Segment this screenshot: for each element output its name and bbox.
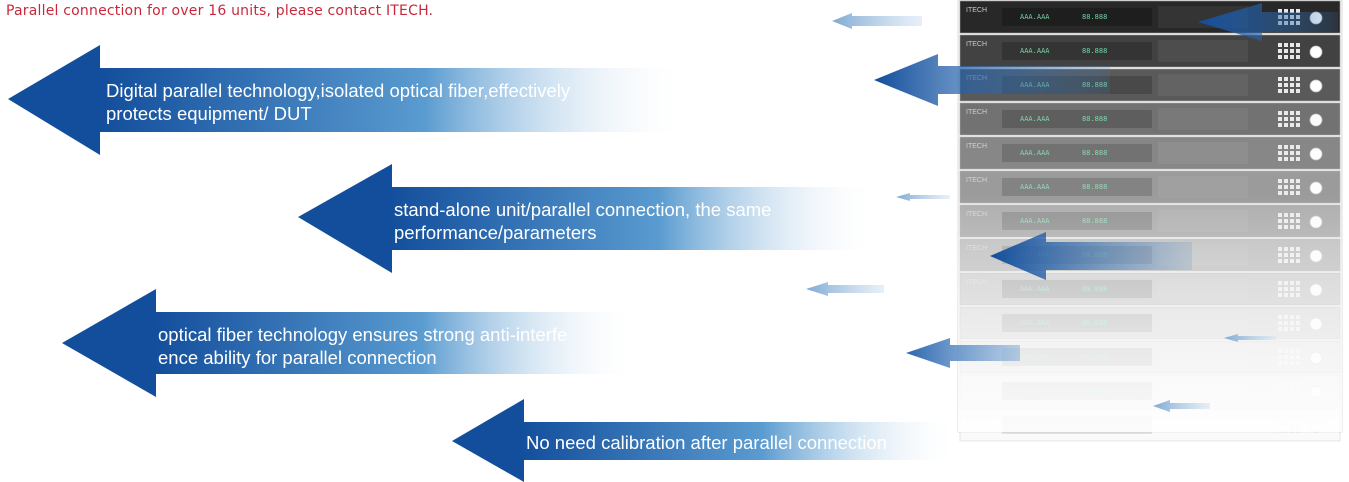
medium-arrow-rack-upper	[1198, 3, 1338, 41]
medium-arrow-lower	[906, 338, 1020, 368]
feature-arrow-2	[298, 164, 880, 273]
feature-caption-4: No need calibration after parallel conne…	[526, 431, 887, 454]
feature-caption-3-line-2: ence ability for parallel connection	[158, 347, 437, 368]
feature-caption-3-line-1: optical fiber technology ensures strong …	[158, 324, 568, 345]
feature-caption-2-line-2: performance/parameters	[394, 222, 597, 243]
feature-caption-4-line-1: No need calibration after parallel conne…	[526, 432, 887, 453]
feature-arrow-4	[452, 399, 960, 482]
feature-arrow-1	[8, 45, 690, 155]
small-arrow-1	[832, 13, 922, 29]
small-arrow-3	[806, 282, 884, 296]
medium-arrow-rack-middle	[990, 232, 1192, 280]
medium-arrow-top	[874, 54, 1110, 106]
feature-arrow-3	[62, 289, 640, 397]
feature-caption-3: optical fiber technology ensures strong …	[158, 323, 567, 369]
feature-caption-1-line-2: protects equipment/ DUT	[106, 103, 312, 124]
feature-caption-2-line-1: stand-alone unit/parallel connection, th…	[394, 199, 772, 220]
small-arrow-5	[1153, 400, 1210, 412]
feature-caption-1-line-1: Digital parallel technology,isolated opt…	[106, 80, 571, 101]
contact-note: Parallel connection for over 16 units, p…	[6, 3, 434, 19]
feature-caption-2: stand-alone unit/parallel connection, th…	[394, 198, 771, 244]
small-arrow-4	[1224, 334, 1276, 342]
feature-caption-1: Digital parallel technology,isolated opt…	[106, 79, 570, 125]
small-arrow-2	[896, 193, 950, 201]
